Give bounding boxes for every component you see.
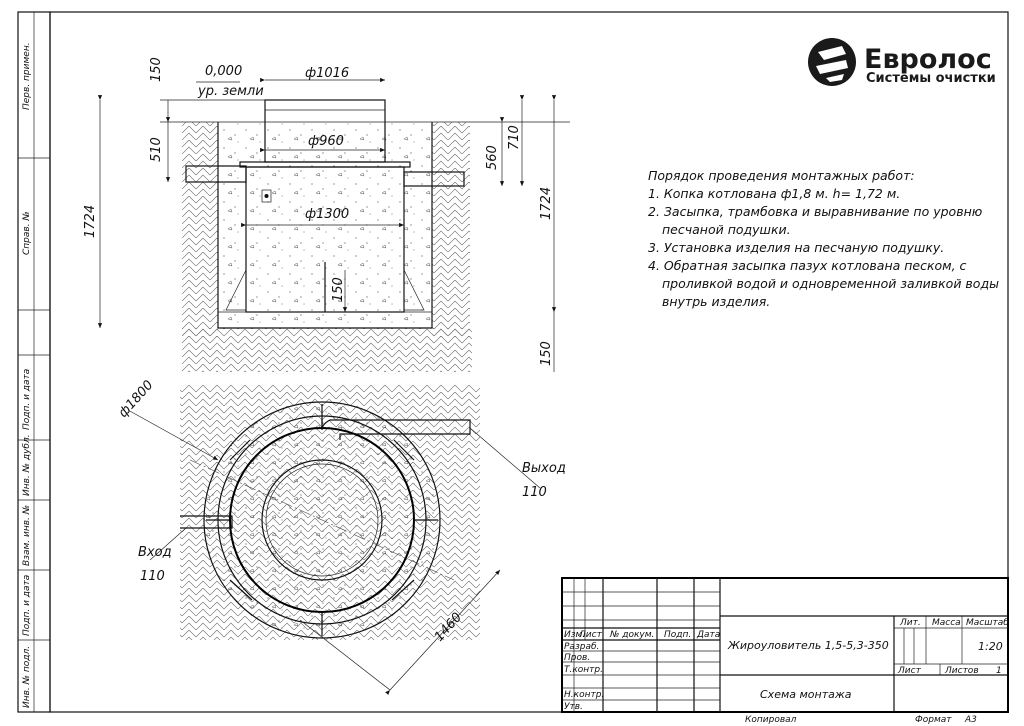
dim-level: 0,000 <box>205 64 242 79</box>
dim-d960: ф960 <box>308 134 344 149</box>
installation-notes: Порядок проведения монтажных работ: 1. К… <box>648 168 999 309</box>
tb-product: Жироуловитель 1,5-5,3-350 <box>727 639 889 652</box>
soil-bottom <box>182 328 472 372</box>
side-label: Перв. примен. <box>22 42 32 110</box>
sheet-frame <box>17 11 1009 713</box>
inlet-label: Вход <box>138 545 172 560</box>
tb-header-sign: Подп. <box>664 630 691 640</box>
tb-row-utv: Утв. <box>564 702 583 712</box>
tb-row-prov: Пров. <box>564 653 590 663</box>
tb-scale-label: Масштаб <box>966 618 1009 628</box>
notes-line: 3. Установка изделия на песчаную подушку… <box>648 240 944 255</box>
plan-outlet-pipe <box>321 419 471 440</box>
tb-sheet-label: Лист <box>897 666 922 676</box>
dim-right-150: 150 <box>539 341 554 366</box>
logo-mark-icon <box>808 38 856 86</box>
outlet-label: Выход <box>522 461 566 476</box>
soil-left <box>182 122 218 337</box>
section-inlet-pipe <box>185 165 247 183</box>
title-block: Изм. Лист № докум. Подп. Дата Разраб. Пр… <box>561 577 1009 713</box>
outlet-size: 110 <box>522 485 547 500</box>
inlet-size: 110 <box>140 569 165 584</box>
notes-line: 4. Обратная засыпка пазух котлована песк… <box>648 258 967 273</box>
notes-line: 2. Засыпка, трамбовка и выравнивание по … <box>648 204 982 219</box>
tank-neck-circle <box>261 459 383 581</box>
tb-mass: Масса <box>932 618 961 628</box>
side-label: Инв. № подл. <box>22 646 32 708</box>
tb-header-date: Дата <box>696 630 720 640</box>
tb-header-doc: № докум. <box>609 630 654 640</box>
soil-right <box>432 122 470 337</box>
notes-line: внутрь изделия. <box>662 294 770 309</box>
section-dimensions: ф1016 ф960 ф1300 0,000 ур. земли 150 510… <box>83 57 557 372</box>
tb-sheets: 1 <box>996 666 1002 676</box>
side-label: Подп. и дата <box>22 575 32 636</box>
logo-name: Евролос <box>864 44 992 75</box>
tb-scale: 1:20 <box>978 640 1003 653</box>
tb-row-razrab: Разраб. <box>564 642 599 652</box>
dim-left-510: 510 <box>149 137 164 162</box>
dim-inner-150: 150 <box>331 277 346 302</box>
tb-header-list: Лист <box>578 630 603 640</box>
dim-ground: ур. земли <box>197 84 264 99</box>
dim-right-560: 560 <box>485 145 500 170</box>
tb-header-izm: Изм. <box>564 630 585 640</box>
tb-sheets-label: Листов <box>944 666 979 676</box>
section-outlet-pipe <box>403 171 465 187</box>
dim-d1300: ф1300 <box>305 207 349 222</box>
notes-line: проливкой водой и одновременной заливкой… <box>662 276 999 291</box>
plan-view <box>180 385 480 640</box>
logo: Евролос Системы очистки <box>808 38 996 86</box>
copied-label: Копировал <box>745 715 797 725</box>
side-label: Взам. инв. № <box>22 505 32 566</box>
tb-row-tkontr: Т.контр. <box>564 665 603 675</box>
notes-line: песчаной подушки. <box>662 222 791 237</box>
side-strip: Перв. примен. Справ. № Подп. и дата Инв.… <box>22 42 32 708</box>
dim-d1016: ф1016 <box>305 66 349 81</box>
notes-title: Порядок проведения монтажных работ: <box>648 168 915 183</box>
side-label: Инв. № дубл. <box>22 434 32 496</box>
notes-line: 1. Копка котлована ф1,8 м. h= 1,72 м. <box>648 186 900 201</box>
tb-sheet-title: Схема монтажа <box>760 688 852 701</box>
dim-right-710: 710 <box>507 125 522 150</box>
dim-left-1724: 1724 <box>83 205 98 238</box>
plan-inlet-pipe <box>180 515 233 529</box>
format-label: Формат <box>915 715 952 725</box>
tb-lit: Лит. <box>899 618 921 628</box>
side-label: Подп. и дата <box>22 369 32 430</box>
format-value: А3 <box>964 715 977 725</box>
dim-top-150: 150 <box>149 57 164 82</box>
logo-subtitle: Системы очистки <box>866 71 996 86</box>
tb-row-nkontr: Н.контр. <box>564 690 604 700</box>
side-label: Справ. № <box>22 211 32 255</box>
dim-right-1724: 1724 <box>539 187 554 220</box>
